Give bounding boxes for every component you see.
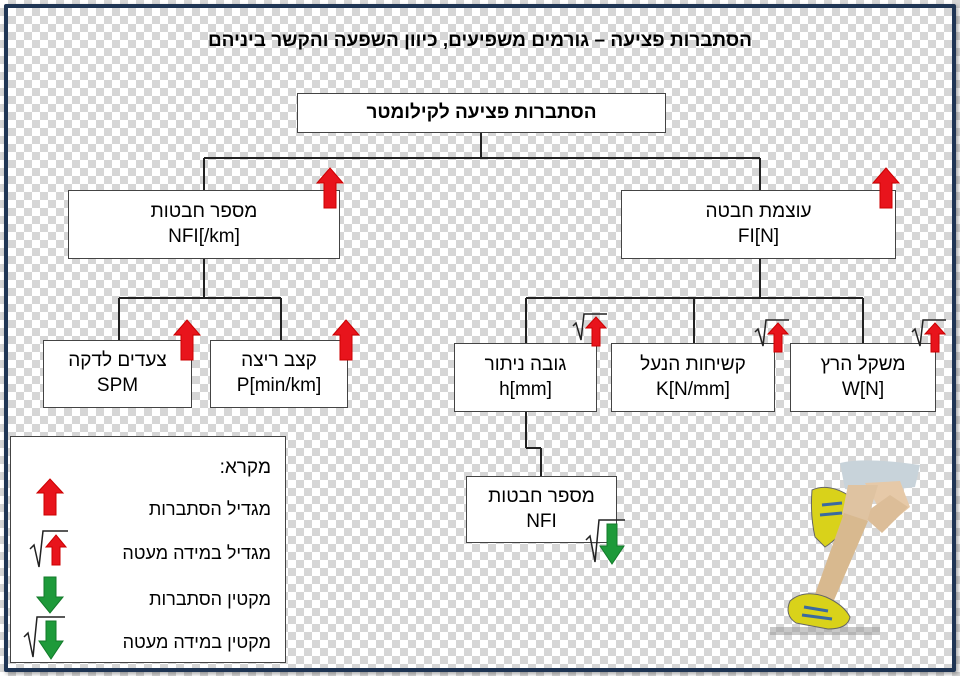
red-up-arrow-icon [331,319,361,361]
green-down-arrow-icon [35,576,65,614]
legend-title: מקרא: [219,457,271,478]
node-label: קצב ריצה [241,350,317,372]
red-up-arrow-icon [35,478,65,516]
node-strike-count: מספר חבטות NFI [466,476,617,543]
red-up-arrow-slight-icon [572,313,608,347]
node-label: גובה ניתור [484,353,567,375]
diagram-title: הסתברות פציעה – גורמים משפיעים, כיוון הש… [207,30,752,51]
node-injury-probability: הסתברות פציעה לקילומטר [297,93,666,133]
legend-item-increase: מגדיל הסתברות [148,499,271,519]
node-shoe-stiffness: קשיחות הנעל K[N/mm] [611,343,775,412]
node-label: מספר חבטות [488,485,595,507]
node-unit: FI[N] [737,225,780,247]
node-running-pace: קצב ריצה P[min/km] [210,340,348,408]
node-steps-per-minute: צעדים לדקה SPM [43,340,192,408]
node-bounce-height: גובה ניתור h[mm] [454,343,597,412]
node-unit: NFI[/km] [168,225,240,247]
red-up-arrow-icon [315,167,345,209]
node-label: הסתברות פציעה לקילומטר [366,101,597,123]
node-unit: h[mm] [499,378,552,400]
legend-item-slight-increase: מגדיל במידה מעטה [122,543,271,563]
node-unit: W[N] [841,378,885,400]
legend-item-slight-decrease: מקטין במידה מעטה [122,632,271,652]
red-up-arrow-slight-icon [29,530,68,568]
node-label: קשיחות הנעל [640,353,746,375]
node-unit: NFI [526,510,557,532]
node-label: משקל הרץ [820,353,906,375]
green-down-arrow-slight-icon [23,616,65,660]
node-strike-count-per-km: מספר חבטות NFI[/km] [68,190,340,259]
node-unit: K[N/mm] [656,378,730,400]
node-impact-force: עוצמת חבטה FI[N] [621,190,896,259]
red-up-arrow-icon [172,319,202,361]
legend-item-decrease: מקטין הסתברות [149,589,271,609]
node-unit: SPM [96,375,139,396]
node-label: צעדים לדקה [68,350,167,372]
node-runner-weight: משקל הרץ W[N] [790,343,936,412]
red-up-arrow-slight-icon [911,319,947,353]
node-label: מספר חבטות [150,200,258,222]
green-down-arrow-slight-icon [585,519,625,565]
runner-legs-illustration [770,460,920,635]
legend: מקרא: מגדיל הסתברות מגדיל במידה מעטה מקט… [10,436,286,663]
diagram-frame [4,4,956,672]
red-up-arrow-slight-icon [754,319,790,353]
node-label: עוצמת חבטה [705,200,812,222]
node-unit: P[min/km] [236,375,322,396]
red-up-arrow-icon [871,167,901,209]
